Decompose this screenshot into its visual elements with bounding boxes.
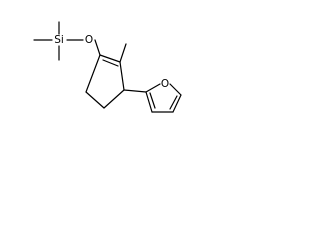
bond-c1-c2-double-inner [102, 59, 119, 67]
bond-furan-o-c5 [169, 83, 182, 96]
bond-furan-c5-c4 [172, 94, 182, 113]
ether-oxygen-label: O [85, 34, 93, 46]
bond-c2-methyl [119, 43, 127, 63]
bond-c3-c4 [103, 89, 125, 109]
bond-furan-c2-o [145, 83, 161, 93]
bond-c5-c1 [85, 54, 101, 93]
bond-c2-c3 [119, 61, 125, 91]
bond-furan-c5-c4-inner [169, 95, 178, 110]
bond-furan-c3-c2 [145, 91, 153, 113]
furan-oxygen-label: O [161, 78, 169, 90]
molecule-structure: Si O O [33, 21, 182, 113]
bond-o-c1 [94, 39, 101, 56]
structure-canvas: Si O O [0, 0, 204, 144]
silicon-label: Si [54, 34, 64, 46]
bond-c1-c2-double [99, 54, 121, 63]
bond-c3-furan [123, 89, 147, 93]
bond-furan-c3-c2-inner [149, 92, 156, 109]
bond-c4-c5 [85, 91, 105, 109]
